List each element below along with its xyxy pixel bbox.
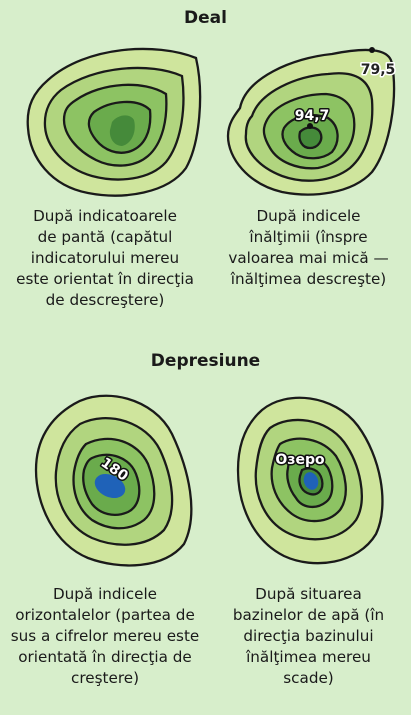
low-point	[369, 47, 375, 53]
hill-left-caption: După indicatoarele de pantă (capătul ind…	[16, 207, 194, 309]
low-height-label: 79,5	[361, 62, 396, 78]
depression-title: Depresiune	[150, 351, 261, 371]
depression-left-caption: După indicele orizontalelor (partea de s…	[10, 585, 200, 687]
peak-height-label: 94,7	[295, 108, 330, 124]
depression-right-caption: După situarea bazinelor de apă (în direc…	[232, 585, 385, 687]
hill-contours-right	[226, 48, 396, 196]
hill-right-caption: După indicele înălţimii (înspre valoarea…	[228, 207, 389, 288]
depression-map-water: Озеро	[236, 396, 384, 565]
depression-map-contour-labels: 180	[34, 394, 193, 567]
hill-title: Deal	[184, 8, 227, 28]
water-body	[303, 472, 319, 490]
peak-point	[307, 123, 313, 129]
contour-summit	[298, 126, 323, 150]
depression-lake	[94, 473, 126, 499]
hill-summit	[109, 115, 135, 146]
hill-map-height-marks: 94,7 79,5	[226, 47, 397, 196]
lake-label: Озеро	[275, 452, 325, 468]
hill-map-slope-indicators	[26, 47, 202, 197]
